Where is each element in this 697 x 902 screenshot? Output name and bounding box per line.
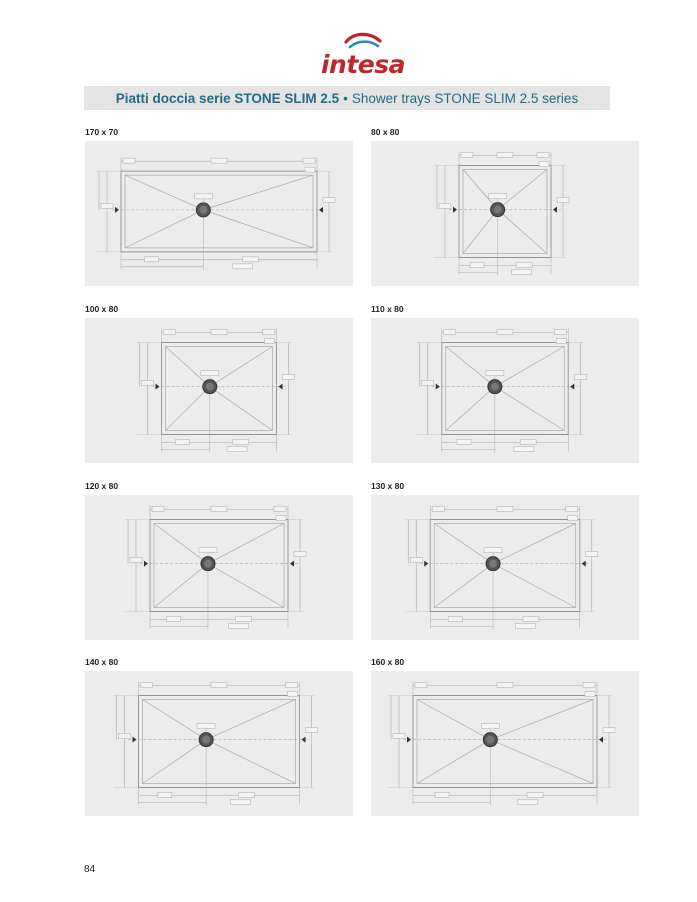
technical-drawing — [371, 495, 639, 640]
technical-drawing — [85, 141, 353, 286]
technical-drawing — [85, 495, 353, 640]
title-separator: • — [343, 90, 348, 106]
technical-drawing — [85, 318, 353, 463]
page-title: Piatti doccia serie STONE SLIM 2.5 • Sho… — [84, 86, 610, 110]
brand-name: intesa — [320, 50, 406, 79]
drawing-label: 170 x 70 — [85, 127, 119, 137]
drawing-label: 140 x 80 — [85, 657, 119, 667]
drawing-label: 120 x 80 — [85, 481, 119, 491]
technical-drawing — [371, 318, 639, 463]
drawing-label: 110 x 80 — [371, 304, 404, 314]
technical-drawing — [371, 141, 639, 286]
swoosh-icon — [344, 32, 382, 49]
technical-drawing — [371, 671, 639, 816]
title-italian: Piatti doccia serie STONE SLIM 2.5 — [115, 90, 340, 106]
drawing-label: 130 x 80 — [371, 481, 405, 491]
drawing-label: 160 x 80 — [371, 657, 405, 667]
drawing-label: 80 x 80 — [371, 127, 400, 137]
page-number: 84 — [84, 864, 96, 875]
drawing-label: 100 x 80 — [85, 304, 119, 314]
technical-drawing — [85, 671, 353, 816]
brand-logo: intesa — [318, 32, 408, 82]
title-english: Shower trays STONE SLIM 2.5 series — [351, 90, 579, 106]
